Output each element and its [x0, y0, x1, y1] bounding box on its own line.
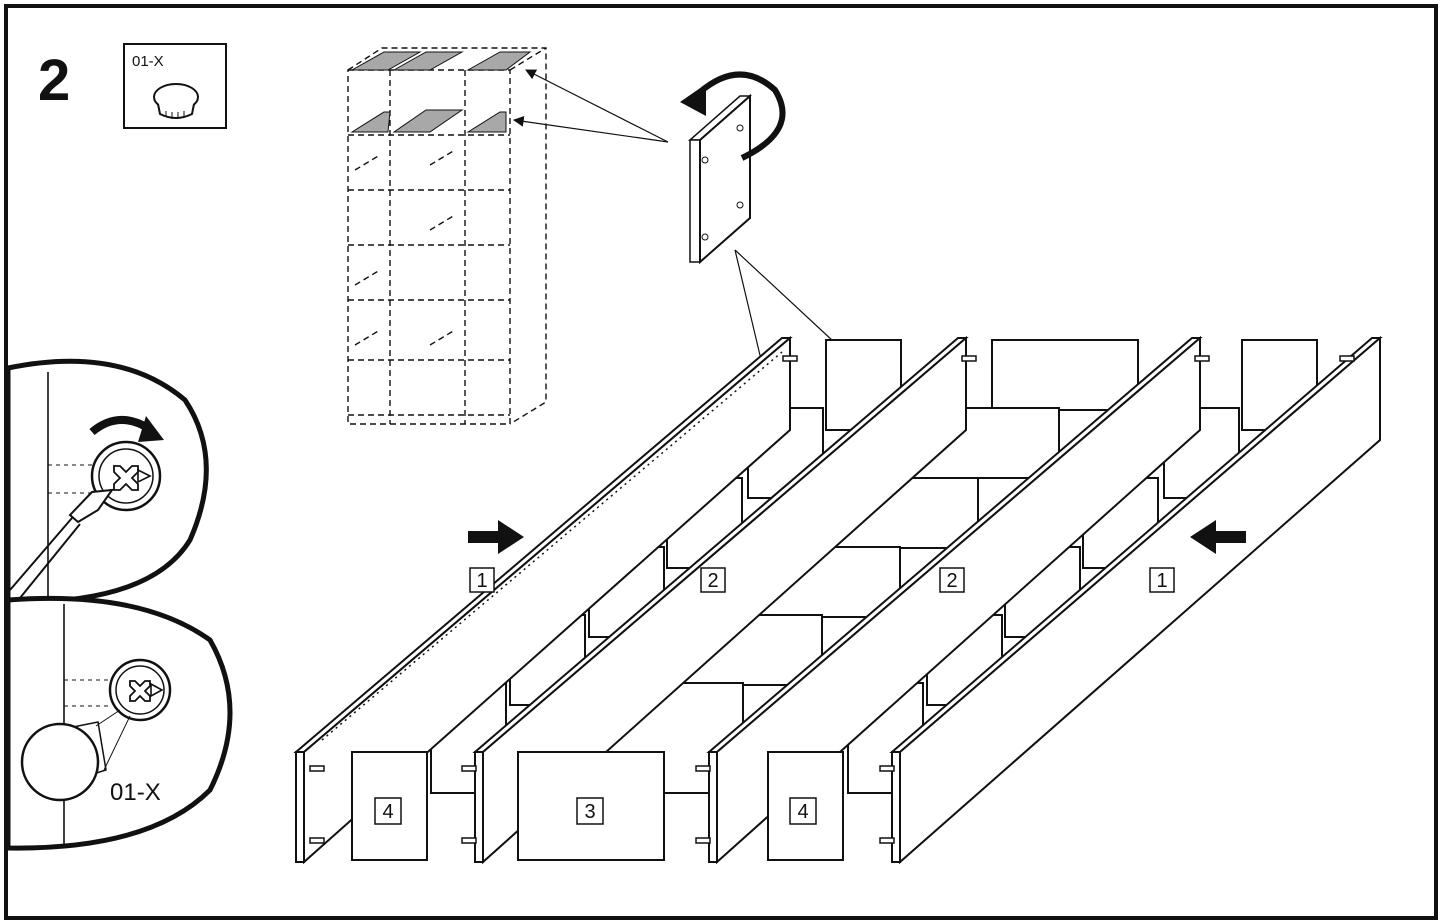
cover-cap-icon — [153, 83, 199, 119]
label-small-shelf-left: 4 — [374, 797, 402, 825]
dowel-pins — [309, 355, 1355, 844]
divider-left — [472, 335, 969, 865]
rotate-arrow-head-icon — [680, 84, 706, 116]
screwdriver-icon — [9, 488, 115, 599]
label-text-shelf-left: 4 — [382, 801, 393, 823]
label-text-divider-left: 2 — [707, 570, 718, 592]
part-icon-box: 01-X — [123, 43, 227, 129]
cover-cap-detail-icon — [20, 721, 107, 802]
label-text-divider-right: 2 — [946, 570, 957, 592]
label-center-shelf: 3 — [576, 797, 604, 825]
step-number: 2 — [38, 48, 70, 113]
label-side-panel-right: 1 — [1149, 567, 1175, 593]
label-text-shelf-center: 3 — [584, 801, 595, 823]
turn-arrow-icon — [89, 415, 151, 436]
label-divider-left: 2 — [700, 567, 726, 593]
push-arrow-icon-right — [1190, 520, 1246, 554]
label-text-side-left: 1 — [476, 570, 487, 592]
divider-right — [706, 335, 1203, 865]
cabinet-top-shelves — [350, 51, 532, 133]
cap-code: 01-X — [110, 779, 161, 806]
side-panel-right — [889, 335, 1383, 865]
cam-lock-detail-icon — [108, 658, 172, 722]
flip-panel — [688, 93, 752, 265]
rotate-arrow-icon — [698, 71, 786, 161]
part-code: 01-X — [132, 53, 164, 70]
detail-cover-cap: 01-X — [5, 595, 233, 851]
label-divider-right: 2 — [939, 567, 965, 593]
side-panel-left — [293, 335, 793, 865]
label-side-panel-left: 1 — [469, 567, 495, 593]
label-text-side-right: 1 — [1156, 570, 1167, 592]
detail-cam-turn — [5, 358, 209, 605]
label-small-shelf-right: 4 — [789, 797, 817, 825]
label-text-shelf-right: 4 — [797, 801, 808, 823]
push-arrow-icon — [468, 520, 524, 554]
